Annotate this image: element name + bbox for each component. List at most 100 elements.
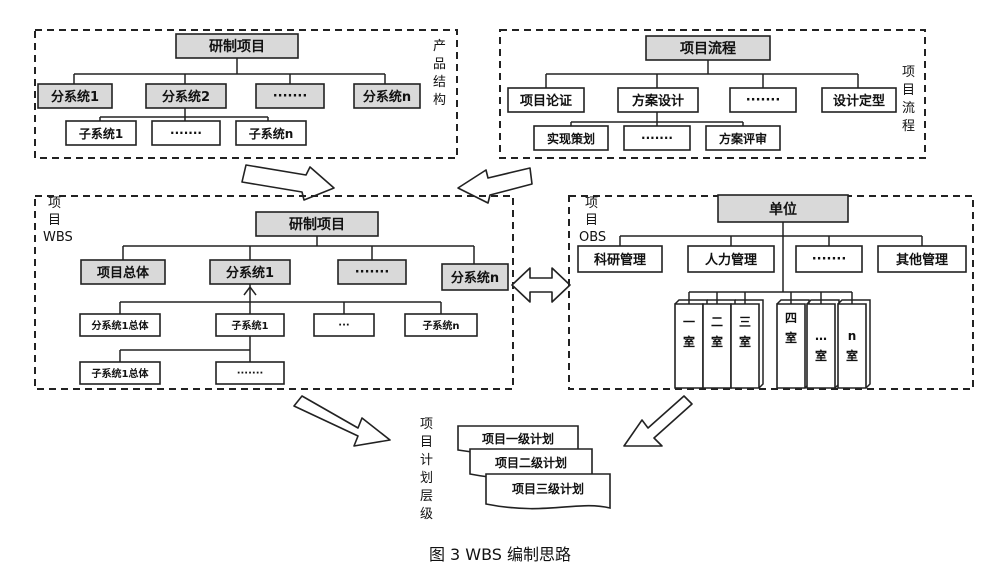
wbs-level2-subunit-1-node	[215, 313, 285, 337]
figure-caption: 图 3 WBS 编制思路	[429, 545, 571, 564]
project-process-panel: 项 目 流 程 项目流程 项目论证 方案设计 ······· 设计定型 实现策划…	[499, 29, 926, 159]
obs-label-1: 项	[585, 196, 598, 211]
wbs-level2-subunit-n-node	[404, 313, 478, 337]
product-structure-label-2: 品	[433, 57, 446, 72]
obs-root-node	[717, 194, 849, 223]
obs-office-1-bottom: 室	[683, 334, 695, 349]
product-subsystem-2-label: 分系统2	[162, 89, 210, 105]
obs-frame	[568, 195, 974, 390]
process-substage-3-label: 方案评审	[719, 131, 767, 146]
product-subsystem-ellipsis-node	[255, 83, 325, 109]
wbs-level1-overall-label: 项目总体	[97, 265, 150, 281]
obs-office-n-bottom: 室	[846, 348, 858, 363]
obs-dept-other-node	[877, 245, 967, 273]
project-process-label-1: 项	[902, 65, 915, 80]
obs-office-4-top: 四	[785, 311, 797, 325]
product-structure-frame	[34, 29, 458, 159]
obs-office-3-bottom: 室	[739, 334, 751, 349]
process-root-node	[645, 35, 771, 61]
product-subunit-ellipsis-label: ·······	[170, 126, 202, 140]
wbs-root-label: 研制项目	[289, 216, 345, 233]
plan-levels-label-2: 目	[420, 435, 433, 450]
obs-office-2-top: 二	[711, 315, 723, 329]
process-stage-ellipsis-node	[729, 87, 797, 113]
obs-panel: 项 目 OBS 单位 科研管理 人力管理 ······· 其他管理 一 室	[568, 194, 974, 390]
arrow-process-to-wbs	[457, 167, 533, 204]
wbs-level2-overall-label: 分系统1总体	[92, 319, 150, 332]
obs-dept-research-label: 科研管理	[594, 252, 646, 268]
wbs-level2-subunit-1-label: 子系统1	[232, 319, 269, 332]
product-subsystem-1-node	[37, 83, 113, 109]
process-stage-4-node	[821, 87, 897, 113]
obs-dept-hr-label: 人力管理	[705, 252, 757, 268]
wbs-level1-ellipsis-node	[337, 259, 407, 285]
product-subunit-ellipsis-node	[151, 120, 221, 146]
obs-dept-hr-node	[687, 245, 775, 273]
process-stage-ellipsis-label: ·······	[746, 93, 781, 108]
wbs-root-node	[255, 211, 379, 237]
product-subunit-1-node	[65, 120, 137, 146]
wbs-level3-overall-node	[79, 361, 161, 385]
product-subsystem-n-label: 分系统n	[363, 89, 411, 105]
wbs-label-1: 项	[48, 196, 61, 211]
obs-dept-ellipsis-node	[795, 245, 863, 273]
product-subunit-n-label: 子系统n	[249, 126, 294, 141]
obs-office-2-bottom: 室	[711, 334, 723, 349]
obs-office-2: 二 室	[702, 299, 736, 389]
process-substage-ellipsis-label: ·······	[641, 131, 673, 145]
wbs-level1-subsystem-n-label: 分系统n	[451, 270, 499, 286]
wbs-panel: 项 目 WBS 研制项目 项目总体 分系统1 ······· 分系统n 分系统1…	[34, 195, 514, 390]
obs-office-3: 三 室	[730, 299, 764, 389]
wbs-level1-subsystem-1-node	[209, 259, 291, 285]
plan-level-3-doc	[485, 473, 611, 510]
obs-dept-other-label: 其他管理	[896, 252, 948, 268]
product-structure-label-3: 结	[433, 75, 446, 90]
wbs-label-3: WBS	[43, 230, 73, 245]
obs-office-4-bottom: 室	[785, 330, 797, 345]
wbs-level3-overall-label: 子系统1总体	[92, 367, 150, 380]
product-structure-panel: 产 品 结 构 研制项目 分系统1 分系统2 ······· 分系统n 子系统1…	[34, 29, 458, 159]
product-subsystem-1-label: 分系统1	[51, 89, 99, 105]
product-structure-label-1: 产	[433, 39, 446, 54]
wbs-level2-ellipsis-node	[313, 313, 375, 337]
arrow-obs-to-plan	[623, 395, 693, 447]
wbs-level1-subsystem-1-label: 分系统1	[226, 265, 274, 281]
obs-office-5-top: …	[815, 329, 827, 343]
plan-level-1-label: 项目一级计划	[482, 431, 554, 446]
obs-root-label: 单位	[769, 201, 797, 218]
product-subsystem-2-node	[145, 83, 227, 109]
process-stage-4-label: 设计定型	[833, 93, 885, 109]
wbs-level2-ellipsis-label: ···	[338, 320, 349, 331]
obs-office-1-top: 一	[683, 315, 695, 329]
product-subunit-n-node	[235, 120, 307, 146]
process-root-label: 项目流程	[680, 40, 736, 57]
wbs-level2-overall-node	[79, 313, 161, 337]
process-substage-3-node	[705, 125, 781, 151]
obs-label-2: 目	[585, 213, 598, 228]
obs-office-3-top: 三	[739, 315, 751, 329]
project-process-label-2: 目	[902, 83, 915, 98]
plan-levels-label-1: 项	[420, 417, 433, 432]
project-process-label-4: 程	[902, 119, 915, 134]
obs-office-n-top: n	[848, 329, 857, 343]
obs-dept-research-node	[577, 245, 663, 273]
plan-levels-label-5: 层	[420, 489, 433, 504]
wbs-level3-ellipsis-label: ·······	[237, 368, 264, 379]
product-subsystem-n-node	[353, 83, 421, 109]
plan-levels-label-4: 划	[420, 471, 433, 486]
product-root-node	[175, 33, 299, 59]
product-subunit-1-label: 子系统1	[79, 126, 123, 141]
arrow-wbs-obs-bidirectional	[511, 267, 571, 303]
process-stage-1-node	[507, 87, 585, 113]
wbs-level3-ellipsis-node	[215, 361, 285, 385]
process-stage-2-node	[617, 87, 699, 113]
wbs-level1-ellipsis-label: ·······	[355, 265, 390, 280]
wbs-label-2: 目	[48, 213, 61, 228]
product-structure-label-4: 构	[433, 93, 446, 108]
wbs-level1-subsystem-n-node	[441, 263, 509, 291]
product-subsystem-ellipsis-label: ·······	[273, 89, 308, 104]
product-root-label: 研制项目	[209, 38, 265, 55]
process-substage-1-node	[533, 125, 609, 151]
plan-levels-panel: 项 目 计 划 层 级 项目一级计划 项目二级计划 项目三级计划	[420, 417, 611, 522]
